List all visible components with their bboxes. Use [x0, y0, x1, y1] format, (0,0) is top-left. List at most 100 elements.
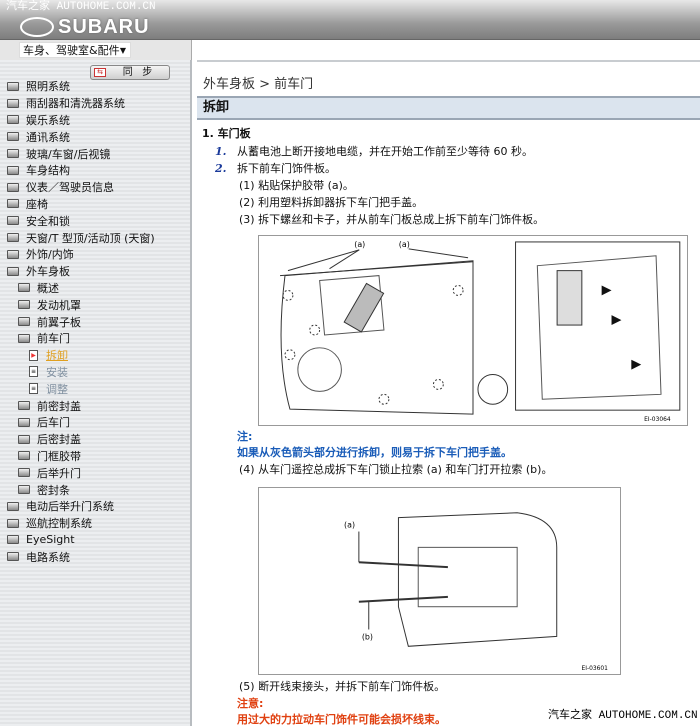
category-selector-row: 车身、驾驶室&配件▼ — [0, 40, 192, 60]
tree-item[interactable]: 照明系统 — [0, 78, 192, 95]
subaru-logo-icon — [20, 17, 54, 37]
tree-item[interactable]: 座椅 — [0, 196, 192, 213]
figure-code: EI-03064 — [644, 416, 671, 423]
watermark: 汽车之家 AUTOHOME.COM.CN — [6, 1, 156, 13]
folder-icon — [18, 417, 30, 427]
tree-item[interactable]: 后密封盖 — [0, 431, 192, 448]
tree-item[interactable]: 密封条 — [0, 481, 192, 498]
tree-item-label: 仪表／驾驶员信息 — [26, 181, 114, 195]
tree-item[interactable]: 玻璃/车窗/后视镜 — [0, 145, 192, 162]
folder-icon — [7, 115, 19, 125]
tree-item[interactable]: 外饰/内饰 — [0, 246, 192, 263]
tree-item-label: 安装 — [46, 365, 68, 379]
tree-item-label: 电动后举升门系统 — [26, 500, 114, 514]
tree-item-label: 前翼子板 — [37, 315, 81, 329]
door-handle-cable-figure: (a) (b) EI-03601 — [258, 487, 621, 675]
document-icon: ≡ — [29, 383, 38, 395]
folder-icon — [18, 401, 30, 411]
tree-item-label: 外饰/内饰 — [26, 248, 74, 262]
folder-open-icon — [7, 266, 19, 276]
folder-icon — [7, 149, 19, 159]
tree-item-label: 门框胶带 — [37, 449, 81, 463]
tree-item-label: 密封条 — [37, 483, 70, 497]
callout-a: (a) — [344, 521, 355, 530]
tree-item-label: 拆卸 — [46, 349, 68, 363]
folder-icon — [7, 81, 19, 91]
folder-open-icon — [18, 333, 30, 343]
folder-icon — [7, 98, 19, 108]
tree-item[interactable]: 通讯系统 — [0, 128, 192, 145]
tree-item[interactable]: 概述 — [0, 280, 192, 297]
note-text: 如果从灰色箭头部分进行拆卸，则易于拆下车门把手盖。 — [237, 446, 512, 459]
folder-icon — [18, 451, 30, 461]
app-header: 汽车之家 AUTOHOME.COM.CN SUBARU — [0, 0, 700, 40]
tree-list: 照明系统雨刮器和清洗器系统娱乐系统通讯系统玻璃/车窗/后视镜车身结构仪表／驾驶员… — [0, 78, 192, 565]
folder-icon — [7, 535, 19, 545]
sync-button[interactable]: ⇆同 步 — [90, 65, 170, 80]
tree-item-label: 前密封盖 — [37, 399, 81, 413]
tree-item[interactable]: 巡航控制系统 — [0, 515, 192, 532]
step-number: 2. — [215, 162, 227, 175]
folder-icon — [7, 165, 19, 175]
folder-icon — [18, 283, 30, 293]
tree-item[interactable]: 娱乐系统 — [0, 112, 192, 129]
folder-icon — [7, 216, 19, 226]
callout-b: (b) — [362, 632, 373, 641]
tree-item-label: 座椅 — [26, 197, 48, 211]
tree-item[interactable]: 门框胶带 — [0, 448, 192, 465]
caution-label: 注意: — [237, 697, 264, 710]
document-icon: ≡ — [29, 366, 38, 378]
substep-text: (1) 粘贴保护胶带 (a)。 — [239, 179, 354, 192]
content-pane: 外车身板 > 前车门 拆卸 1. 车门板 1. 从蓄电池上断开接地电缆，并在开始… — [197, 60, 700, 726]
tree-item-label: 车身结构 — [26, 164, 70, 178]
tree-item-label: 照明系统 — [26, 80, 70, 94]
tree-item[interactable]: 安全和锁 — [0, 212, 192, 229]
folder-icon — [18, 317, 30, 327]
category-dropdown[interactable]: 车身、驾驶室&配件▼ — [19, 42, 131, 58]
folder-icon — [7, 233, 19, 243]
sync-label: 同 步 — [122, 67, 153, 78]
tree-item-label: 玻璃/车窗/后视镜 — [26, 147, 111, 161]
tree-item[interactable]: EyeSight — [0, 532, 192, 549]
step-text: 拆下前车门饰件板。 — [237, 162, 336, 175]
tree-item[interactable]: 电路系统 — [0, 548, 192, 565]
folder-icon — [7, 182, 19, 192]
folder-icon — [18, 485, 30, 495]
tree-item-label: 天窗/T 型顶/活动顶 (天窗) — [26, 231, 155, 245]
tree-item[interactable]: 前翼子板 — [0, 313, 192, 330]
page-title: 拆卸 — [197, 96, 700, 120]
tree-item[interactable]: ≡调整 — [0, 380, 192, 397]
tree-item[interactable]: 前车门 — [0, 330, 192, 347]
tree-item[interactable]: 电动后举升门系统 — [0, 498, 192, 515]
breadcrumb: 外车身板 > 前车门 — [203, 77, 314, 92]
tree-item-label: EyeSight — [26, 533, 75, 547]
tree-item-label: 电路系统 — [26, 550, 70, 564]
substep-text: (3) 拆下螺丝和卡子，并从前车门板总成上拆下前车门饰件板。 — [239, 213, 545, 226]
tree-item[interactable]: ≡ 安装 — [0, 364, 192, 381]
caution-text: 用过大的力拉动车门饰件可能会损坏线束。 — [237, 713, 446, 726]
folder-icon — [18, 300, 30, 310]
tree-item-label: 雨刮器和清洗器系统 — [26, 97, 125, 111]
tree-item[interactable]: 雨刮器和清洗器系统 — [0, 95, 192, 112]
footer-watermark: 汽车之家 AUTOHOME.COM.CN — [548, 710, 698, 722]
figure-code: EI-03601 — [581, 665, 608, 672]
tree-item-label: 后车门 — [37, 416, 70, 430]
tree-item-label: 前车门 — [37, 332, 70, 346]
step-number: 1. — [215, 145, 227, 158]
tree-item-label: 外车身板 — [26, 265, 70, 279]
tree-item[interactable]: 外车身板 — [0, 263, 192, 280]
tree-item[interactable]: 车身结构 — [0, 162, 192, 179]
tree-item[interactable]: 前密封盖 — [0, 397, 192, 414]
tree-item[interactable]: 发动机罩 — [0, 296, 192, 313]
tree-item[interactable]: 天窗/T 型顶/活动顶 (天窗) — [0, 229, 192, 246]
substep-text: (5) 断开线束接头，并拆下前车门饰件板。 — [239, 680, 446, 693]
tree-item[interactable]: 后车门 — [0, 414, 192, 431]
tree-item[interactable]: 后举升门 — [0, 464, 192, 481]
section-heading: 1. 车门板 — [202, 127, 251, 140]
tree-item[interactable]: ▶拆卸 — [0, 347, 192, 364]
tree-item[interactable]: 仪表／驾驶员信息 — [0, 179, 192, 196]
brand-logo: SUBARU — [58, 16, 150, 38]
substep-text: (4) 从车门遥控总成拆下车门锁止拉索 (a) 和车门打开拉索 (b)。 — [239, 463, 553, 476]
folder-icon — [7, 552, 19, 562]
folder-icon — [7, 501, 19, 511]
